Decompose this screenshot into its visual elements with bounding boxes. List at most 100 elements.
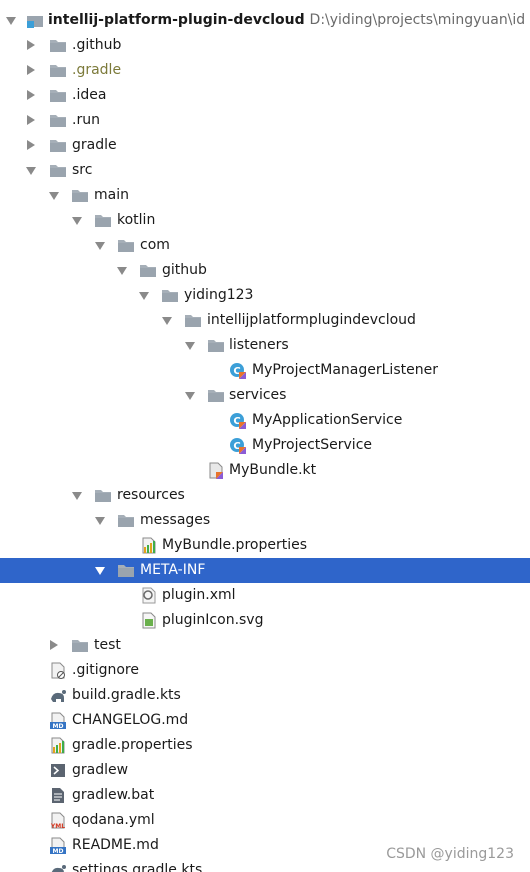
tree-row-test[interactable]: test	[0, 633, 530, 658]
tree-label: .github	[72, 37, 122, 53]
tree-row-gradlew[interactable]: gradlew	[0, 758, 530, 783]
tree-row-run[interactable]: .run	[0, 108, 530, 133]
tree-row-messages[interactable]: messages	[0, 508, 530, 533]
chevron-right-icon[interactable]	[27, 90, 35, 100]
tree-row-gradle-props[interactable]: gradle.properties	[0, 733, 530, 758]
tree-label: intellijplatformplugindevcloud	[207, 312, 416, 328]
chevron-down-icon[interactable]	[72, 492, 82, 500]
tree-row-plugin-icon[interactable]: pluginIcon.svg	[0, 608, 530, 633]
kotlin-file-icon	[209, 462, 224, 479]
tree-row-pkg[interactable]: intellijplatformplugindevcloud	[0, 308, 530, 333]
tree-label: build.gradle.kts	[72, 687, 181, 703]
tree-label: src	[72, 162, 93, 178]
folder-icon	[95, 490, 111, 502]
chevron-down-icon[interactable]	[72, 217, 82, 225]
tree-row-gradle-dir[interactable]: .gradle	[0, 58, 530, 83]
properties-file-icon	[51, 737, 65, 754]
chevron-down-icon[interactable]	[117, 267, 127, 275]
tree-row-project-service[interactable]: MyProjectService	[0, 433, 530, 458]
folder-icon	[50, 40, 66, 52]
batch-file-icon	[51, 787, 65, 804]
yaml-file-icon	[49, 812, 66, 829]
tree-row-src[interactable]: src	[0, 158, 530, 183]
tree-row-idea[interactable]: .idea	[0, 83, 530, 108]
tree-row-root[interactable]: intellij-platform-plugin-devcloud D:\yid…	[0, 8, 530, 33]
tree-row-yiding[interactable]: yiding123	[0, 283, 530, 308]
tree-label: .run	[72, 112, 100, 128]
chevron-down-icon[interactable]	[26, 167, 36, 175]
tree-row-main[interactable]: main	[0, 183, 530, 208]
tree-label: gradlew.bat	[72, 787, 155, 803]
tree-row-meta-inf[interactable]: META-INF	[0, 558, 530, 583]
kotlin-class-icon	[230, 438, 246, 454]
chevron-down-icon[interactable]	[95, 567, 105, 575]
tree-row-readme[interactable]: README.md	[0, 833, 530, 858]
tree-row-listeners[interactable]: listeners	[0, 333, 530, 358]
tree-label: yiding123	[184, 287, 254, 303]
kotlin-class-icon	[230, 363, 246, 379]
tree-row-gitignore[interactable]: .gitignore	[0, 658, 530, 683]
project-path: D:\yiding\projects\mingyuan\id	[309, 12, 526, 28]
folder-icon	[208, 390, 224, 402]
folder-icon	[140, 265, 156, 277]
chevron-right-icon[interactable]	[27, 115, 35, 125]
tree-label: gradle	[72, 137, 117, 153]
chevron-down-icon[interactable]	[185, 342, 195, 350]
tree-row-listener-class[interactable]: MyProjectManagerListener	[0, 358, 530, 383]
tree-row-plugin-xml[interactable]: plugin.xml	[0, 583, 530, 608]
chevron-down-icon[interactable]	[49, 192, 59, 200]
tree-label: github	[162, 262, 207, 278]
tree-row-bundle-kt[interactable]: MyBundle.kt	[0, 458, 530, 483]
chevron-right-icon[interactable]	[27, 140, 35, 150]
folder-icon	[50, 90, 66, 102]
folder-icon	[118, 565, 134, 577]
chevron-right-icon[interactable]	[27, 65, 35, 75]
tree-row-bundle-props[interactable]: MyBundle.properties	[0, 533, 530, 558]
tree-row-gradlew-bat[interactable]: gradlew.bat	[0, 783, 530, 808]
tree-row-resources[interactable]: resources	[0, 483, 530, 508]
chevron-right-icon[interactable]	[50, 640, 58, 650]
xml-file-icon	[142, 587, 156, 604]
tree-row-changelog[interactable]: CHANGELOG.md	[0, 708, 530, 733]
tree-row-services[interactable]: services	[0, 383, 530, 408]
tree-row-build-gradle[interactable]: build.gradle.kts	[0, 683, 530, 708]
tree-row-app-service[interactable]: MyApplicationService	[0, 408, 530, 433]
tree-row-kotlin[interactable]: kotlin	[0, 208, 530, 233]
chevron-down-icon[interactable]	[185, 392, 195, 400]
tree-row-github[interactable]: .github	[0, 33, 530, 58]
chevron-down-icon[interactable]	[6, 17, 16, 25]
folder-icon	[162, 290, 178, 302]
tree-label: CHANGELOG.md	[72, 712, 189, 728]
tree-label: MyApplicationService	[252, 412, 403, 428]
chevron-down-icon[interactable]	[139, 292, 149, 300]
chevron-down-icon[interactable]	[95, 242, 105, 250]
chevron-down-icon[interactable]	[162, 317, 172, 325]
gitignore-file-icon	[51, 662, 65, 679]
tree-row-github-pkg[interactable]: github	[0, 258, 530, 283]
tree-label: MyProjectService	[252, 437, 373, 453]
tree-row-com[interactable]: com	[0, 233, 530, 258]
tree-label: MyProjectManagerListener	[252, 362, 438, 378]
folder-icon	[50, 65, 66, 77]
tree-label: .gitignore	[72, 662, 139, 678]
tree-label: README.md	[72, 837, 159, 853]
properties-file-icon	[142, 537, 156, 554]
tree-label: settings.gradle.kts	[72, 862, 203, 872]
chevron-right-icon[interactable]	[27, 40, 35, 50]
tree-label: MyBundle.properties	[162, 537, 307, 553]
gradle-file-icon	[51, 865, 66, 872]
folder-icon	[95, 215, 111, 227]
tree-row-qodana[interactable]: qodana.yml	[0, 808, 530, 833]
tree-row-settings-gradle[interactable]: settings.gradle.kts	[0, 858, 530, 872]
folder-icon	[72, 190, 88, 202]
tree-label: main	[94, 187, 129, 203]
tree-label: plugin.xml	[162, 587, 236, 603]
tree-label: qodana.yml	[72, 812, 155, 828]
tree-row-gradle[interactable]: gradle	[0, 133, 530, 158]
markdown-file-icon	[49, 712, 67, 729]
project-name: intellij-platform-plugin-devcloud	[48, 12, 305, 28]
shell-script-icon	[50, 763, 66, 778]
chevron-down-icon[interactable]	[95, 517, 105, 525]
watermark: CSDN @yiding123	[386, 846, 514, 862]
